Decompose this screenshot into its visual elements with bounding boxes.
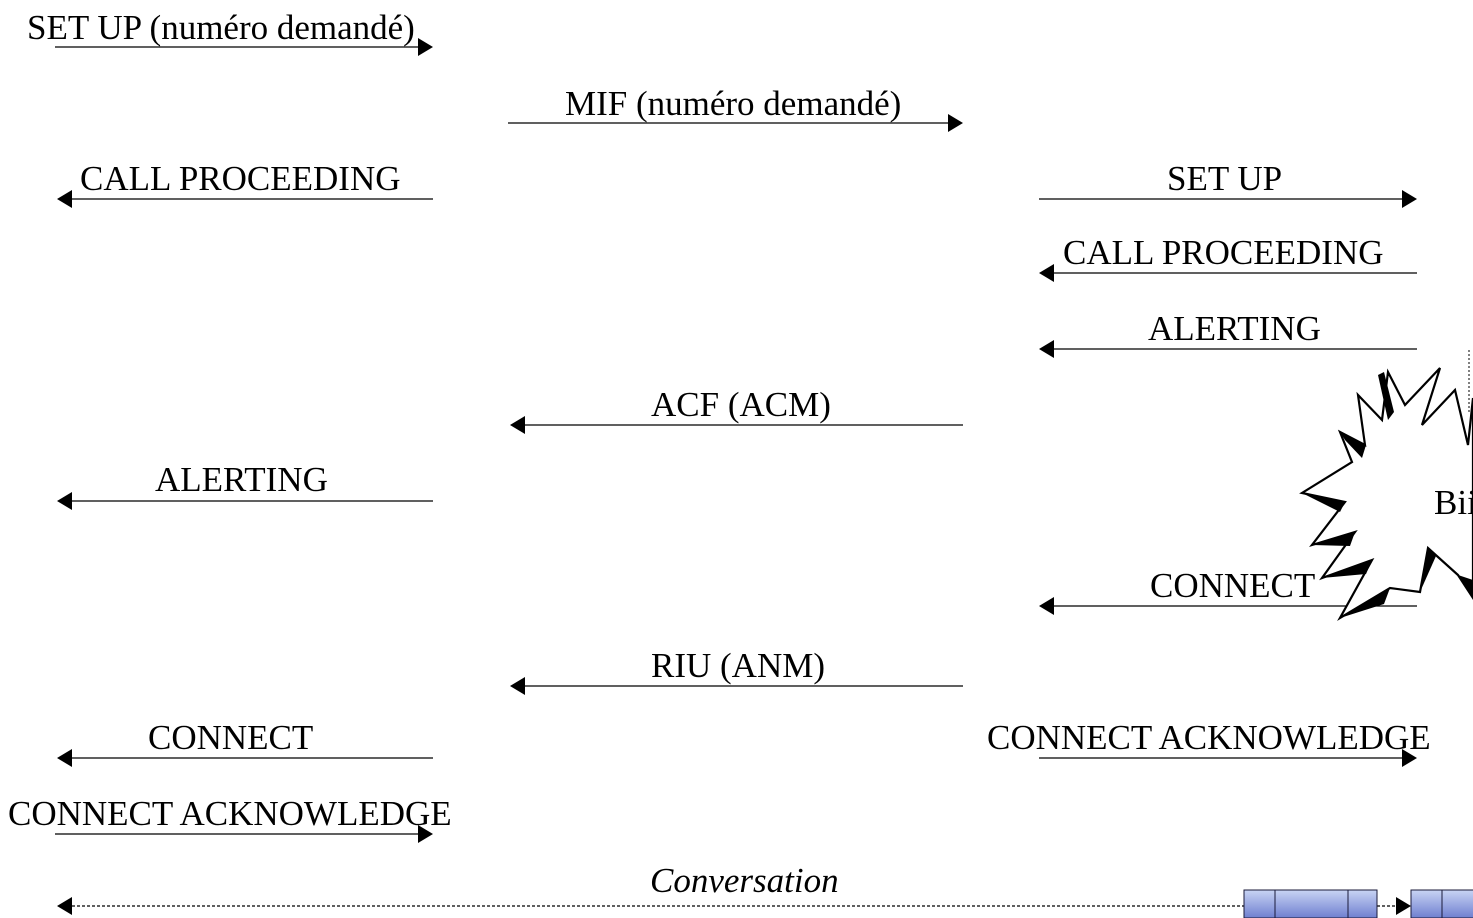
label-ring: Bii: [1434, 483, 1473, 522]
label-connect-ack-1: CONNECT ACKNOWLEDGE: [8, 794, 452, 833]
arrow-connect-ack-1: [55, 825, 433, 843]
label-connect-1: CONNECT: [148, 718, 314, 757]
label-riu: RIU (ANM): [651, 646, 826, 685]
media-block-left: [1243, 889, 1378, 918]
arrow-conversation: [57, 897, 1411, 915]
ring-starburst: [1299, 350, 1473, 622]
media-block-right: [1410, 889, 1473, 918]
label-connect-ack-2: CONNECT ACKNOWLEDGE: [987, 718, 1431, 757]
label-mif: MIF (numéro demandé): [565, 84, 902, 123]
label-connect-2: CONNECT: [1150, 566, 1316, 605]
label-alerting-2: ALERTING: [1148, 309, 1321, 348]
arrow-mif: [508, 114, 963, 132]
arrow-call-proceeding-1: [57, 190, 433, 208]
label-setup-1: SET UP (numéro demandé): [27, 8, 415, 47]
arrow-alerting-1: [57, 492, 433, 510]
arrow-setup-2: [1039, 190, 1417, 208]
arrow-alerting-2: [1039, 340, 1417, 358]
arrow-setup-1: [55, 38, 433, 56]
arrow-call-proceeding-2: [1039, 264, 1417, 282]
label-acf: ACF (ACM): [651, 385, 831, 424]
arrow-riu: [510, 677, 963, 695]
arrow-connect-1: [57, 749, 433, 767]
label-call-proceeding-2: CALL PROCEEDING: [1063, 233, 1384, 272]
arrow-acf: [510, 416, 963, 434]
label-call-proceeding-1: CALL PROCEEDING: [80, 159, 401, 198]
label-conversation: Conversation: [650, 861, 839, 900]
label-alerting-1: ALERTING: [155, 460, 328, 499]
arrow-connect-ack-2: [1039, 749, 1417, 767]
label-setup-2: SET UP: [1167, 159, 1283, 198]
